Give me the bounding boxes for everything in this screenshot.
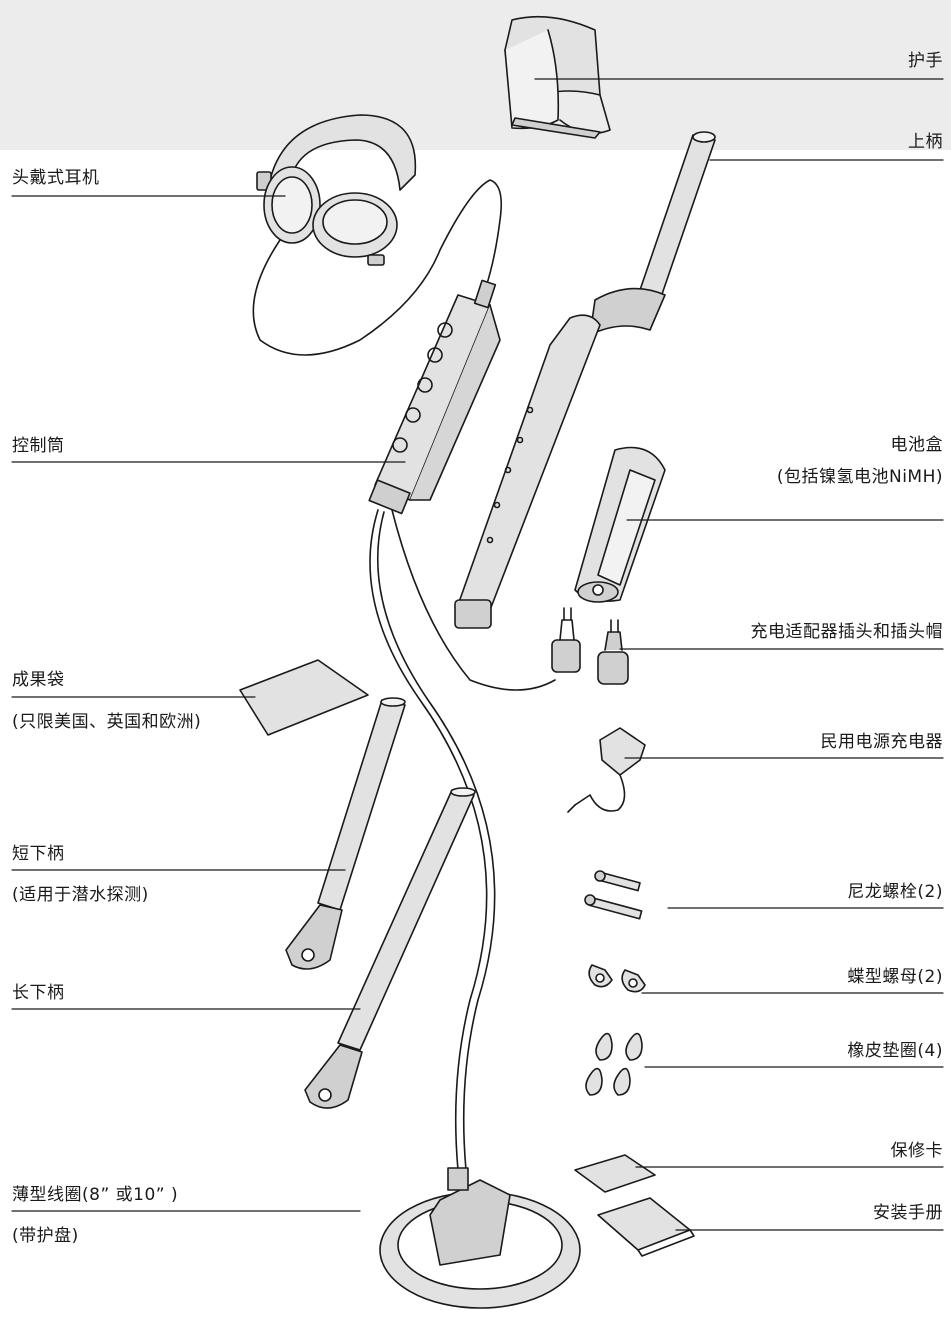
coil-illustration [379, 1167, 581, 1309]
label-rubber-washers: 橡皮垫圈(4) [847, 1041, 943, 1061]
charger-cable [391, 509, 556, 691]
leader-lines-right [534, 78, 944, 1231]
label-long-lower-shaft: 长下柄 [12, 983, 65, 1003]
wing-nuts-illustration [588, 964, 646, 993]
label-battery-box-note: (包括镍氢电池NiMH) [776, 467, 943, 487]
label-nylon-bolts: 尼龙螺栓(2) [847, 882, 943, 902]
label-coil: 薄型线圈(8” 或10” ) [12, 1185, 179, 1205]
label-hand-guard: 护手 [908, 51, 943, 71]
top-background-band [0, 0, 951, 150]
label-headphones: 头戴式耳机 [12, 168, 100, 188]
label-short-lower-shaft-note: (适用于潜水探测) [12, 885, 149, 905]
label-coil-note: (带护盘) [12, 1226, 79, 1246]
leader-lines-left [11, 195, 406, 1212]
label-control-housing: 控制筒 [12, 436, 65, 456]
label-finds-pouch-note: (只限美国、英国和欧洲) [12, 712, 202, 732]
label-charger-plug: 充电适配器插头和插头帽 [750, 622, 943, 642]
warranty-card-illustration [574, 1154, 656, 1193]
install-manual-illustration [597, 1197, 695, 1257]
short-lower-shaft-illustration [285, 697, 406, 970]
label-upper-shaft: 上柄 [908, 132, 943, 152]
charger-plug-illustration [551, 607, 629, 685]
finds-pouch-illustration [239, 659, 369, 736]
label-warranty-card: 保修卡 [890, 1141, 943, 1161]
label-mains-charger: 民用电源充电器 [820, 732, 943, 752]
hand-guard-illustration [504, 15, 611, 139]
control-housing-illustration [368, 279, 501, 515]
label-wing-nuts: 蝶型螺母(2) [847, 967, 943, 987]
battery-box-illustration [574, 446, 666, 603]
nylon-bolts-illustration [584, 870, 643, 920]
mains-charger-illustration [567, 727, 646, 813]
rubber-washers-illustration [585, 1032, 643, 1096]
label-battery-box: 电池盒 [890, 435, 943, 455]
label-short-lower-shaft: 短下柄 [12, 844, 65, 864]
label-install-manual: 安装手册 [873, 1203, 943, 1223]
upper-shaft-illustration [454, 131, 716, 629]
label-finds-pouch: 成果袋 [12, 670, 65, 690]
headphones-illustration [252, 114, 503, 356]
coil-cable [369, 509, 488, 1171]
long-lower-shaft-illustration [304, 787, 476, 1109]
